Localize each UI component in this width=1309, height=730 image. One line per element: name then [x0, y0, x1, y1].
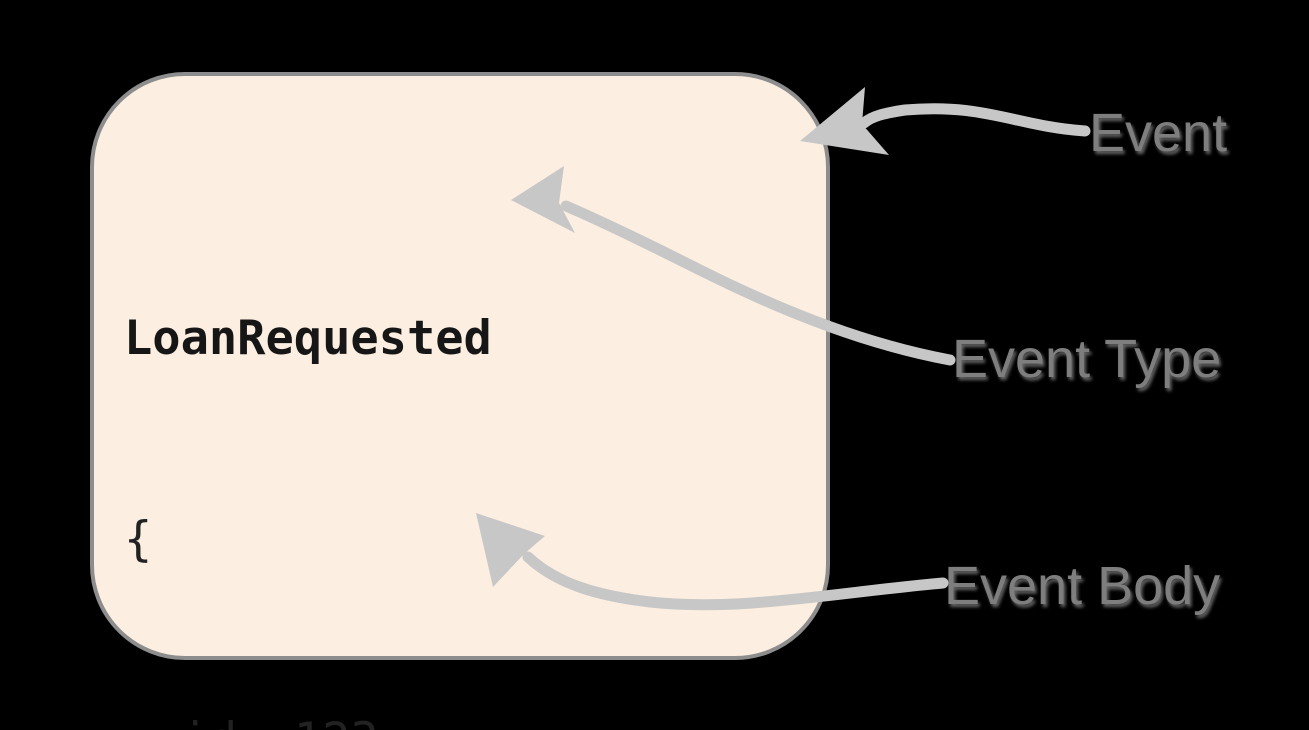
event-code-block: LoanRequested { id: 123, amount: 100, bo…	[124, 171, 775, 730]
code-line-open-brace: {	[124, 512, 153, 567]
event-card: LoanRequested { id: 123, amount: 100, bo…	[90, 72, 830, 730]
event-arrow-shaft	[858, 103, 1091, 137]
label-event-body: Event Body	[944, 556, 1221, 616]
label-event: Event	[1089, 103, 1228, 163]
code-line-id: id: 123,	[124, 707, 775, 730]
event-type-name: LoanRequested	[124, 311, 492, 366]
label-event-type: Event Type	[952, 329, 1222, 389]
